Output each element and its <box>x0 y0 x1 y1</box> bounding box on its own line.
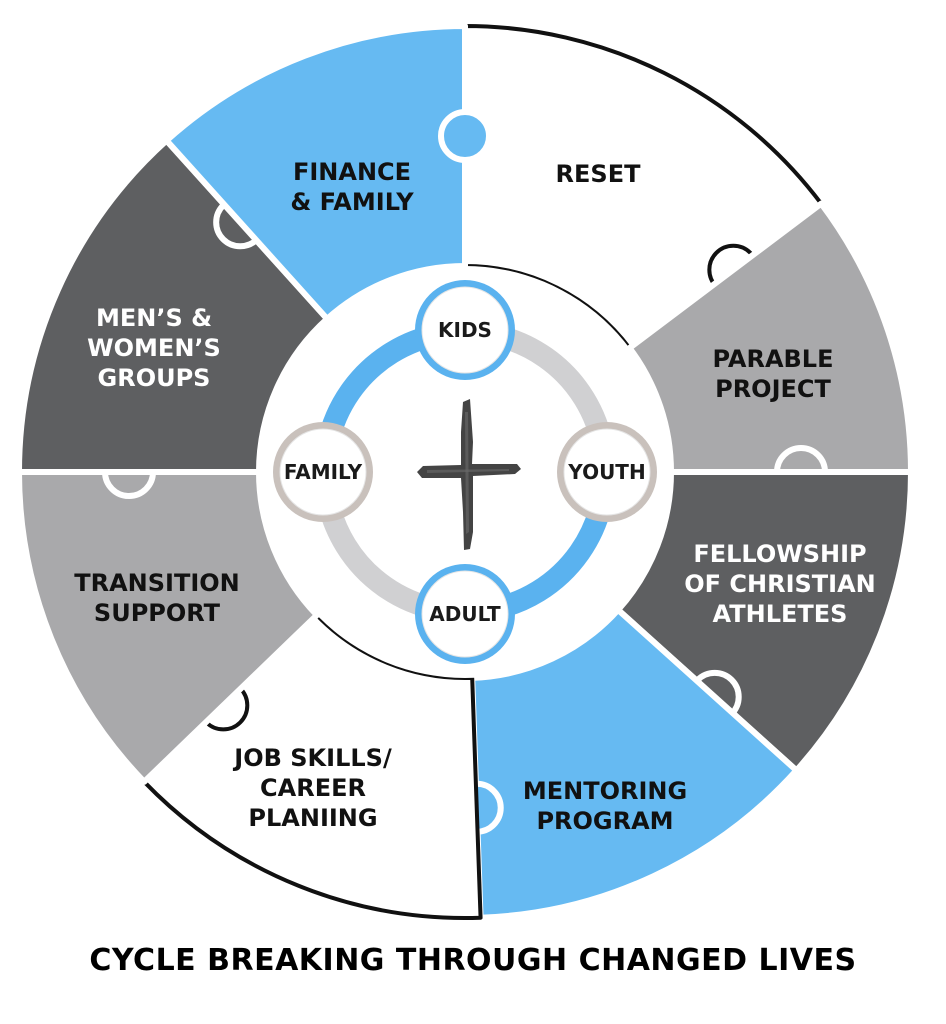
cross-icon <box>417 399 521 550</box>
cycle-node-family: FAMILY <box>273 422 373 522</box>
cycle-node-label: FAMILY <box>284 460 363 484</box>
cycle-node-label: ADULT <box>429 602 501 626</box>
cycle-node-label: KIDS <box>438 318 492 342</box>
footer-title: CYCLE BREAKING THROUGH CHANGED LIVES <box>89 943 857 978</box>
cycle-node-youth: YOUTH <box>557 422 657 522</box>
segment-label-reset: RESET <box>556 160 642 188</box>
segment-label-finance-family: FINANCE& FAMILY <box>290 158 414 216</box>
puzzle-knob <box>438 109 492 163</box>
cycle-node-adult: ADULT <box>415 564 515 664</box>
puzzle-ring <box>16 23 914 921</box>
cycle-node-kids: KIDS <box>415 280 515 380</box>
cycle-node-label: YOUTH <box>567 460 645 484</box>
cycle-nodes: KIDS YOUTH ADULT FAMILY <box>273 280 657 664</box>
